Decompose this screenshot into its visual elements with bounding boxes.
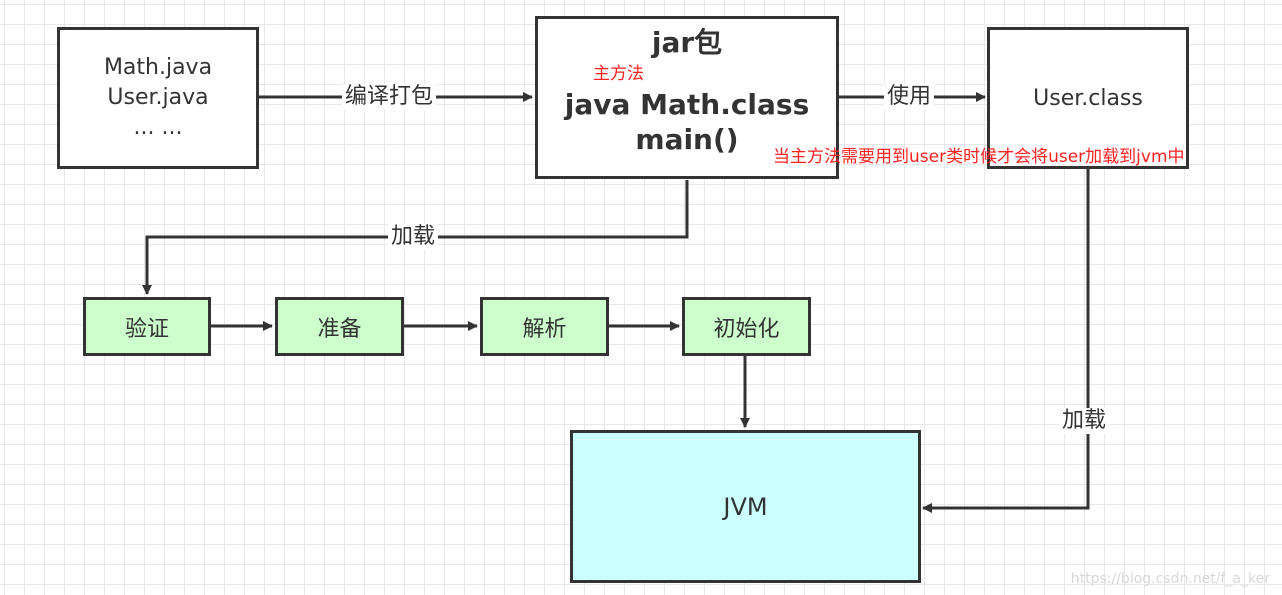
source-file-math: Math.java	[103, 55, 213, 80]
jar-main-method-note: 主方法	[593, 64, 644, 84]
step-resolve-label: 解析	[522, 316, 567, 342]
watermark: https://blog.csdn.net/f_a_ker	[1070, 571, 1270, 587]
edge-label-use: 使用	[884, 84, 935, 110]
user-class-label: User.class	[1033, 85, 1143, 111]
source-files-box[interactable]: Math.java User.java ... ...	[57, 27, 259, 169]
edge-label-compile: 编译打包	[342, 84, 437, 110]
step-verify[interactable]: 验证	[83, 297, 211, 356]
step-resolve[interactable]: 解析	[480, 297, 609, 356]
step-prepare-label: 准备	[317, 316, 362, 342]
edge-label-load-right: 加载	[1059, 408, 1110, 434]
jar-box[interactable]: jar包 主方法 java Math.class main()	[535, 16, 839, 179]
user-class-box[interactable]: User.class	[987, 27, 1189, 169]
step-verify-label: 验证	[124, 316, 169, 342]
jvm-box[interactable]: JVM	[570, 430, 921, 583]
jar-title: jar包	[651, 26, 723, 59]
step-initialize-label: 初始化	[713, 316, 780, 342]
step-prepare[interactable]: 准备	[275, 297, 404, 356]
source-file-user: User.java	[107, 85, 209, 110]
jar-run-command: java Math.class	[564, 88, 810, 121]
edge-load-right	[922, 168, 1090, 513]
step-initialize[interactable]: 初始化	[682, 297, 811, 356]
edge-label-load-left: 加载	[388, 224, 439, 250]
jar-entry-point: main()	[635, 123, 739, 156]
jvm-label: JVM	[723, 492, 768, 521]
source-file-ellipsis: ... ...	[133, 115, 183, 140]
lazy-load-annotation: 当主方法需要用到user类时候才会将user加载到jvm中	[773, 147, 1185, 167]
